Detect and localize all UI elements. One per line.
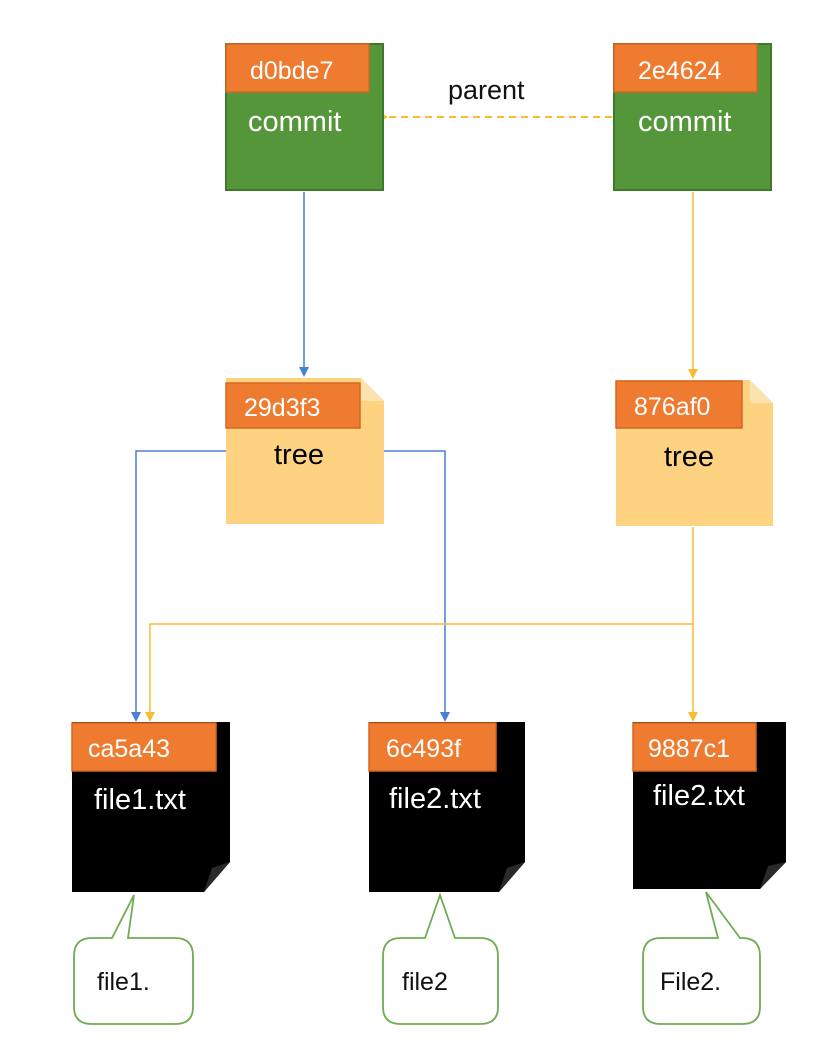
blob-hash-badge	[368, 722, 497, 772]
commit-hash-badge	[225, 43, 370, 93]
parent-label: parent	[448, 75, 525, 105]
content-callout-blob3: File2.	[642, 891, 761, 1025]
tree1-to-blob2-line	[384, 450, 450, 722]
tree1-to-blob1-line	[131, 450, 226, 722]
content-callout-blob1: file1.	[73, 894, 194, 1025]
content-callout-blob2: file2	[382, 892, 499, 1025]
blob-hash-badge	[71, 722, 217, 772]
note-fold	[361, 378, 384, 401]
commit-hash: 2e4624	[638, 57, 722, 85]
speech-callout-icon	[642, 891, 761, 1025]
tree-hash: 29d3f3	[244, 394, 320, 422]
speech-callout-icon	[73, 894, 194, 1025]
tree-hash-badge	[225, 382, 361, 429]
blob-hash: ca5a43	[88, 735, 170, 763]
blob-file-name: file2.txt	[389, 783, 481, 815]
tree-type-label: tree	[664, 441, 714, 473]
tree-node-29d3f3[interactable]: 29d3f3 tree	[225, 378, 384, 524]
tree-type-label: tree	[274, 439, 324, 471]
tree-hash-badge	[615, 380, 743, 429]
blob-file-name: file2.txt	[653, 780, 745, 812]
commit-node-d0bde7[interactable]: d0bde7 commit	[225, 43, 384, 191]
blob-node-ca5a43[interactable]: ca5a43 file1.txt	[71, 722, 230, 892]
commit-hash: d0bde7	[250, 57, 333, 85]
connectors	[131, 110, 698, 722]
commit-type-label: commit	[248, 106, 341, 138]
tree-node-876af0[interactable]: 876af0 tree	[615, 380, 773, 526]
commit-hash-badge	[613, 43, 758, 93]
page-curl	[499, 862, 525, 892]
blob-content-text: File2.	[660, 968, 721, 996]
blob-content-text: file2	[402, 968, 448, 996]
page-curl	[204, 862, 230, 892]
speech-callout-icon	[382, 892, 499, 1025]
note-fold	[750, 380, 773, 403]
tree-hash: 876af0	[634, 393, 710, 421]
blob-hash: 6c493f	[386, 735, 461, 763]
commit-node-2e4624[interactable]: 2e4624 commit	[613, 43, 772, 191]
blob-hash: 9887c1	[648, 735, 730, 763]
blob-node-6c493f[interactable]: 6c493f file2.txt	[368, 722, 525, 892]
blob-hash-badge	[632, 722, 757, 772]
blob-node-9887c1[interactable]: 9887c1 file2.txt	[632, 722, 786, 889]
tree2-to-blob1-line	[145, 527, 694, 722]
page-curl	[760, 862, 786, 889]
blob-content-text: file1.	[97, 968, 150, 996]
blob-file-name: file1.txt	[94, 784, 186, 816]
commit-type-label: commit	[638, 106, 731, 138]
